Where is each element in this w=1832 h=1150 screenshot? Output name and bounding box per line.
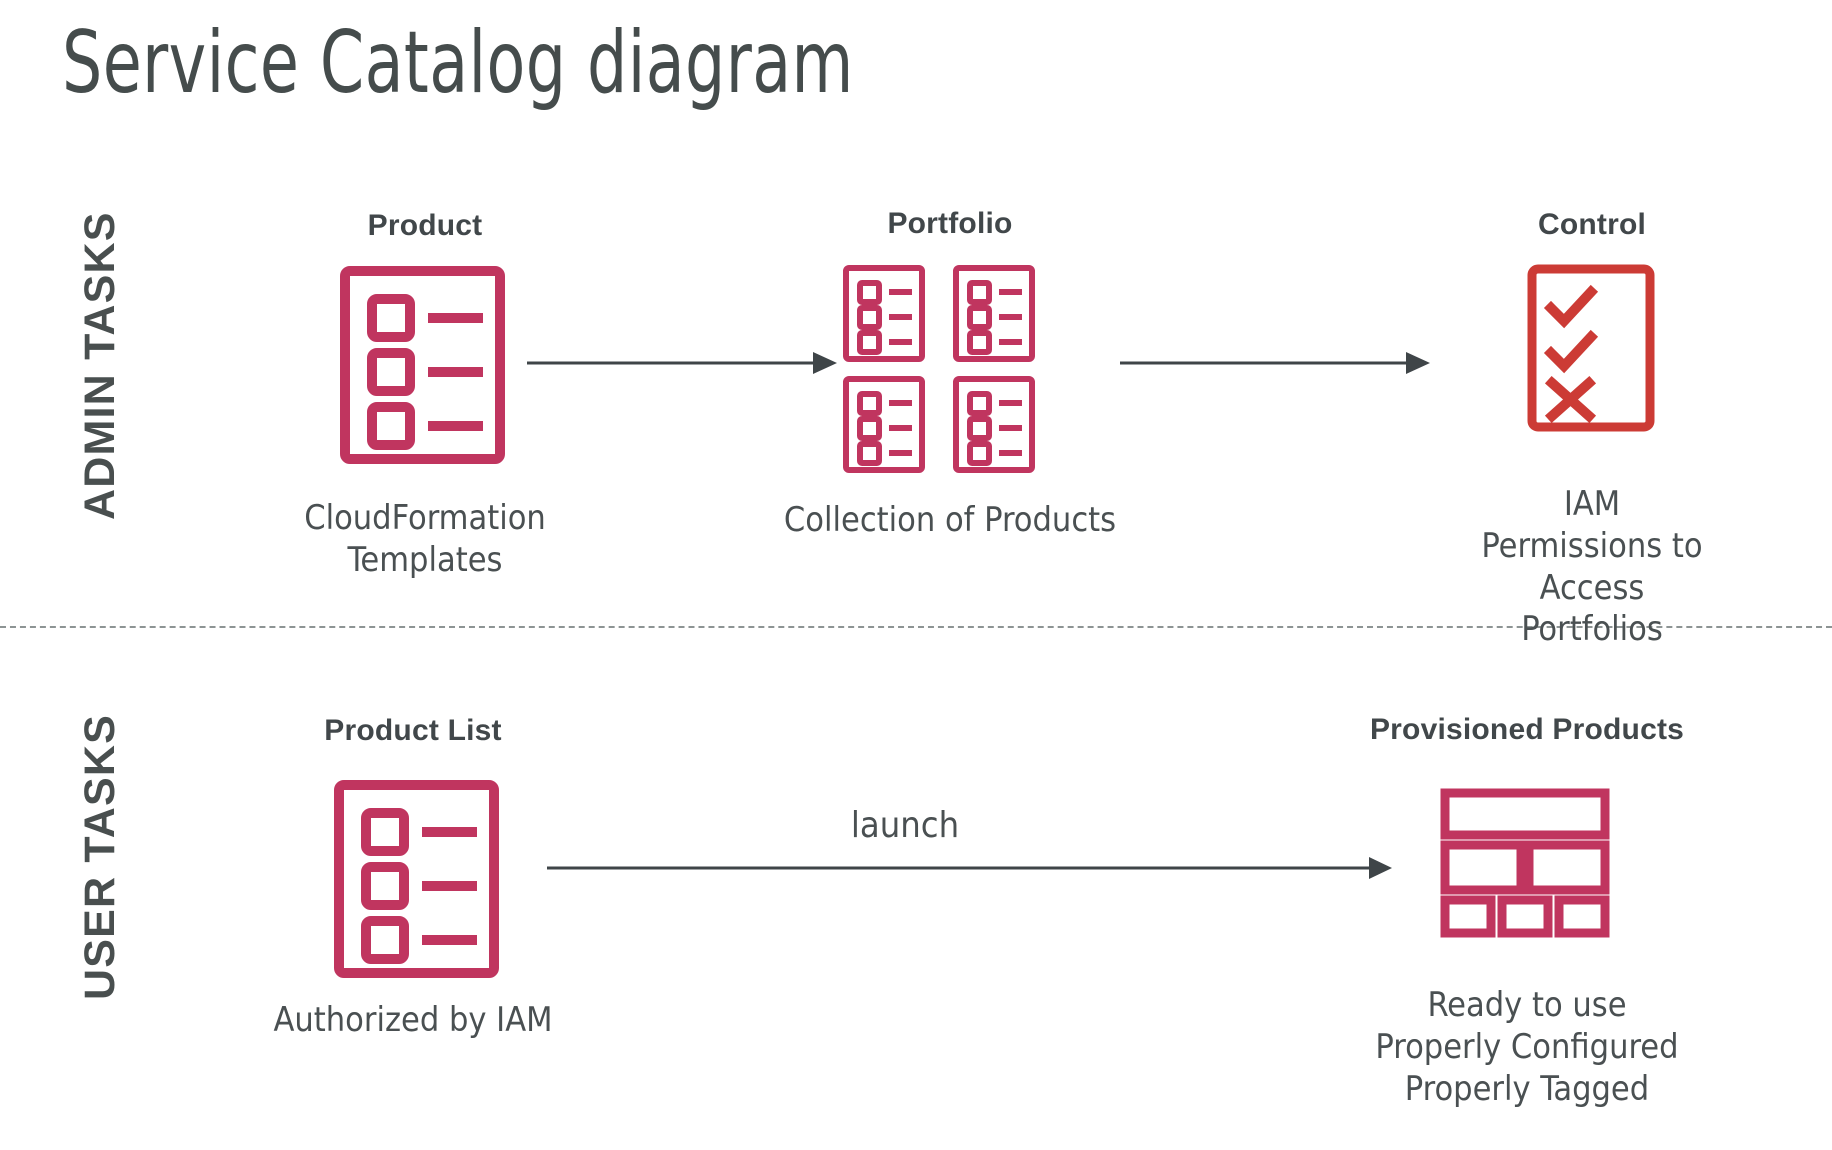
node-heading-product: Product: [367, 209, 483, 242]
node-caption-product-list: Authorized by IAM: [273, 1000, 553, 1040]
node-caption-portfolio: Collection of Products: [783, 500, 1117, 540]
arrow-portfolio-to-control: [1118, 340, 1433, 391]
arrow-launch: [545, 845, 1395, 896]
node-heading-control: Control: [1537, 208, 1647, 241]
portfolio-grid-icon: [841, 263, 1041, 480]
page-title: Service Catalog diagram: [62, 13, 854, 113]
node-caption-provisioned-products: Ready to use Properly Configured Properl…: [1375, 985, 1679, 1109]
product-list-document-icon: [340, 266, 510, 471]
band-label-admin-tasks: ADMIN TASKS: [76, 211, 124, 520]
band-divider: [0, 626, 1832, 628]
provisioned-blocks-icon: [1440, 788, 1615, 943]
checklist-control-icon: [1527, 264, 1657, 439]
node-heading-provisioned-products: Provisioned Products: [1369, 713, 1685, 746]
arrow-product-to-portfolio: [525, 340, 840, 391]
band-label-user-tasks: USER TASKS: [76, 714, 124, 1000]
arrow-launch-label: launch: [850, 805, 960, 846]
node-caption-control: IAM Permissions to Access Portfolios: [1481, 484, 1703, 650]
node-heading-portfolio: Portfolio: [887, 207, 1013, 240]
node-heading-product-list: Product List: [324, 714, 502, 747]
product-list-document-icon: [334, 780, 504, 985]
node-caption-product: CloudFormation Templates: [304, 498, 546, 580]
